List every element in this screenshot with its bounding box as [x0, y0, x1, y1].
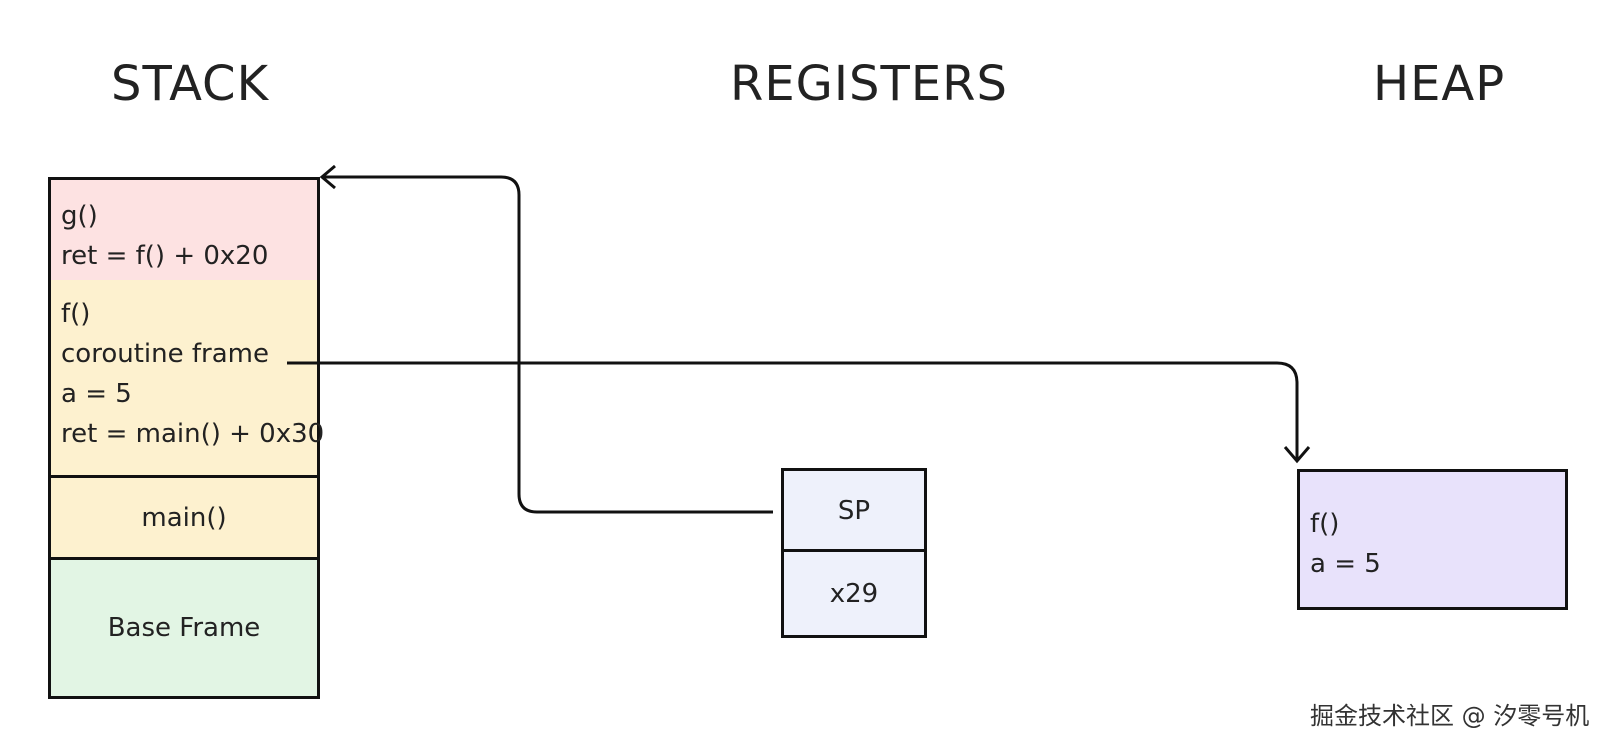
heap-f-variable: a = 5 [1310, 549, 1381, 579]
stack-frame-g: g() ret = f() + 0x20 [48, 177, 320, 283]
stack-heading: STACK [111, 56, 270, 112]
frame-main-label: main() [141, 502, 227, 533]
frame-g-return: ret = f() + 0x20 [61, 241, 269, 271]
frame-f-coroutine: coroutine frame [61, 339, 269, 369]
heap-f-name: f() [1310, 509, 1340, 539]
coroutine-to-heap-arrow [287, 361, 1299, 460]
watermark-text: 掘金技术社区 @ 汐零号机 [1310, 702, 1590, 730]
stack-frame-f: f() coroutine frame a = 5 ret = main() +… [48, 280, 325, 478]
registers-heading: REGISTERS [730, 56, 1008, 112]
frame-g-name: g() [61, 201, 98, 231]
frame-f-return: ret = main() + 0x30 [61, 419, 325, 449]
register-sp: SP [781, 468, 927, 553]
heap-heading: HEAP [1373, 56, 1506, 112]
stack-frame-main: main() [48, 475, 320, 560]
sp-arrowhead [319, 164, 336, 190]
heap-frame-f: f() a = 5 [1297, 469, 1568, 610]
frame-base-label: Base Frame [107, 613, 261, 643]
register-x29-label: x29 [829, 578, 879, 609]
heap-arrowhead [1283, 446, 1311, 464]
sp-to-stack-top-arrow [323, 175, 773, 514]
register-x29: x29 [781, 549, 927, 638]
stack-frame-base: Base Frame [48, 557, 320, 699]
register-sp-label: SP [837, 495, 871, 526]
frame-f-name: f() [61, 299, 91, 329]
frame-f-variable: a = 5 [61, 379, 132, 409]
